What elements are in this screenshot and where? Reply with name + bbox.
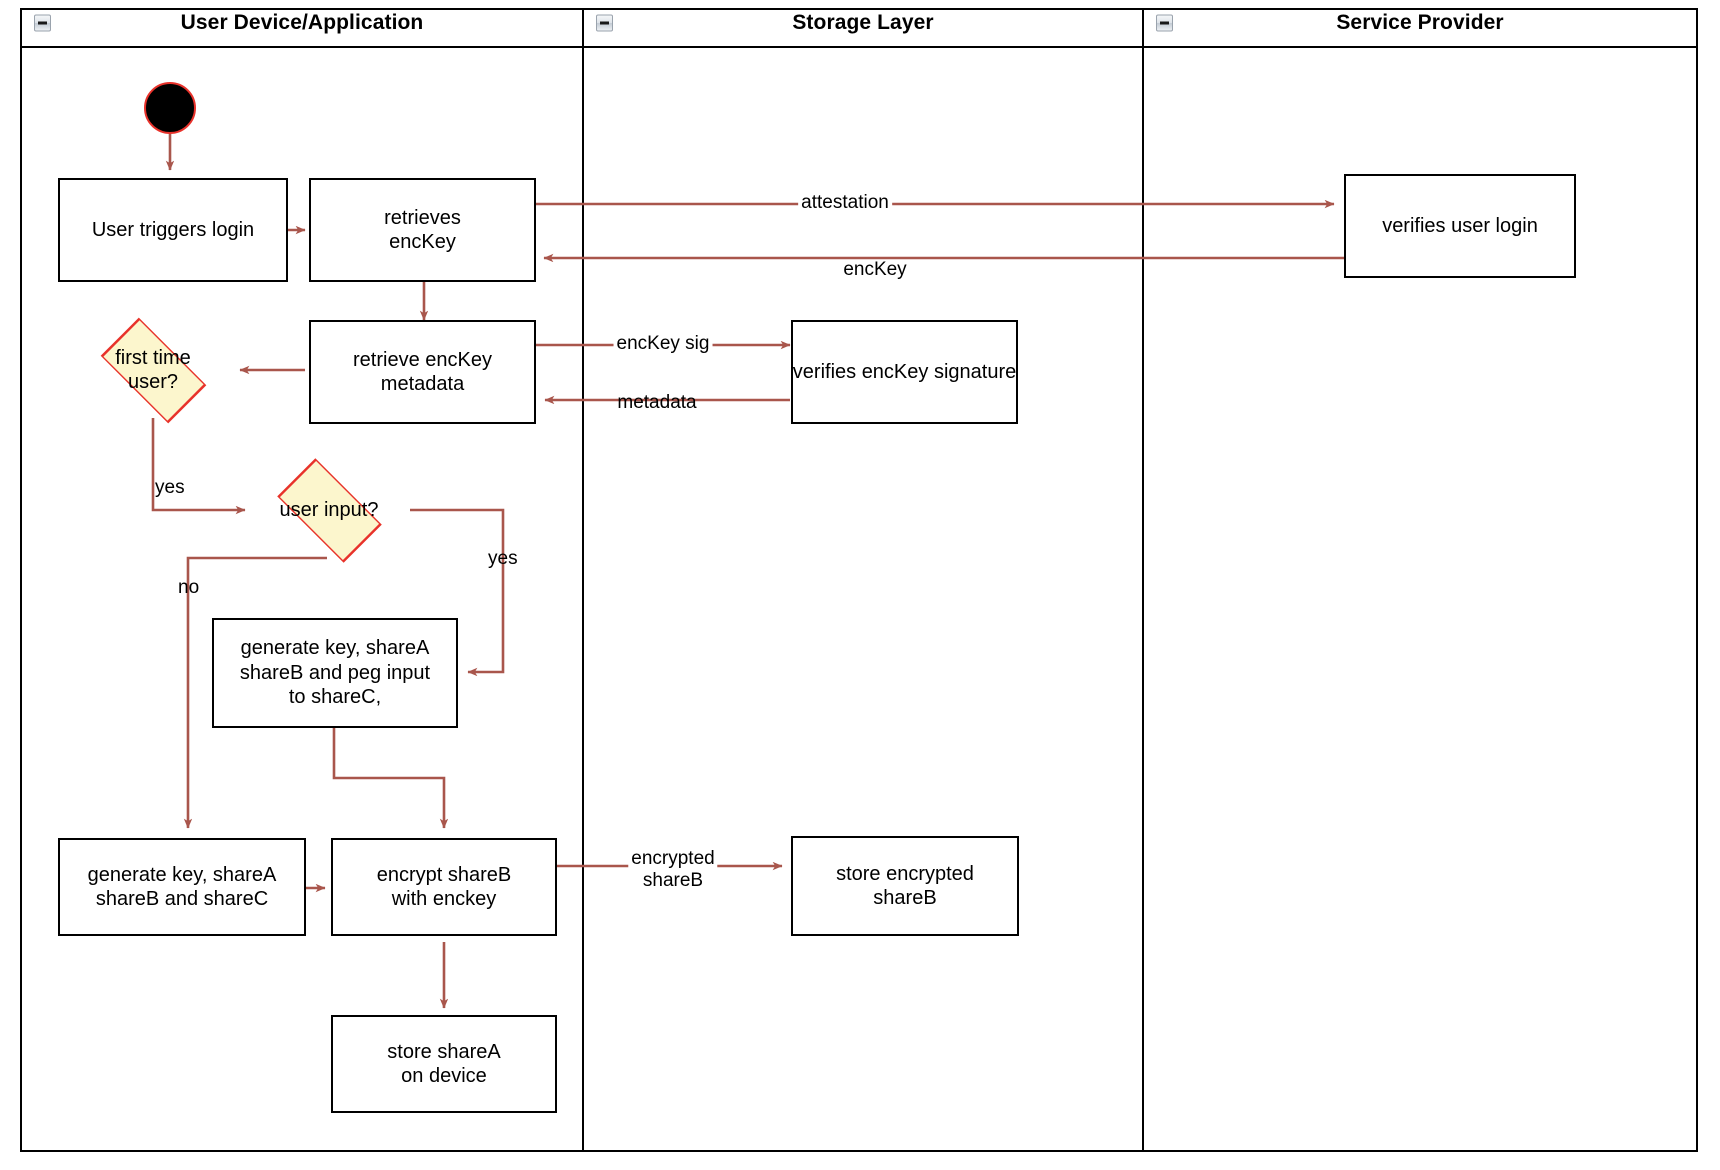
action-label-line2: shareB bbox=[873, 887, 937, 909]
action-label-line1: generate key, shareA bbox=[240, 637, 430, 660]
action-store-encrypted-shareb[interactable]: store encrypted shareB bbox=[791, 836, 1019, 936]
lane-title-service-provider: Service Provider bbox=[1336, 11, 1504, 34]
edge-label-user-input-yes: yes bbox=[488, 548, 518, 569]
action-label-line1: store encrypted bbox=[836, 862, 974, 885]
decision-label: first time user? bbox=[68, 322, 238, 418]
decision-label-line2: user? bbox=[127, 371, 179, 393]
collapse-minus-icon[interactable] bbox=[1156, 14, 1173, 32]
edge-label-line2: shareB bbox=[642, 869, 704, 891]
action-verifies-enckey-signature[interactable]: verifies encKey signature bbox=[791, 320, 1018, 424]
action-label: verifies user login bbox=[1382, 214, 1538, 237]
lane-header-service-provider[interactable]: Service Provider bbox=[1144, 0, 1696, 48]
action-label-line1: generate key, shareA bbox=[87, 863, 277, 886]
action-label: User triggers login bbox=[91, 218, 255, 241]
edge-label-enckey-sig: encKey sig bbox=[613, 333, 713, 355]
action-retrieve-enckey-metadata[interactable]: retrieve encKey metadata bbox=[309, 320, 536, 424]
lane-title-user-device: User Device/Application bbox=[180, 11, 424, 34]
lane-divider-2 bbox=[1142, 8, 1144, 1152]
action-store-sharea-on-device[interactable]: store shareA on device bbox=[331, 1015, 557, 1113]
action-label-line2: encKey bbox=[389, 231, 456, 253]
action-label-line2: shareB and shareC bbox=[95, 888, 269, 910]
edge-label-user-input-no: no bbox=[178, 577, 200, 598]
action-label-line2: on device bbox=[401, 1065, 487, 1087]
collapse-minus-icon[interactable] bbox=[34, 14, 51, 32]
action-label-line1: retrieves bbox=[384, 206, 461, 229]
decision-label: user input? bbox=[279, 499, 379, 521]
action-encrypt-shareb[interactable]: encrypt shareB with enckey bbox=[331, 838, 557, 936]
edge-label-first-time-user-yes: yes bbox=[155, 477, 185, 498]
edge-label-encrypted-shareb: encrypted shareB bbox=[628, 848, 718, 892]
swimlane-frame bbox=[20, 8, 1698, 1152]
action-label-line1: retrieve encKey bbox=[353, 348, 492, 371]
edge-label-metadata: metadata bbox=[617, 392, 697, 413]
action-label: verifies encKey signature bbox=[792, 360, 1017, 383]
decision-first-time-user[interactable]: first time user? bbox=[68, 317, 238, 423]
action-generate-key-shares[interactable]: generate key, shareA shareB and shareC bbox=[58, 838, 306, 936]
edge-label-line1: encrypted bbox=[631, 848, 715, 869]
action-label-line2: metadata bbox=[380, 373, 465, 395]
action-verifies-user-login[interactable]: verifies user login bbox=[1344, 174, 1576, 278]
action-generate-key-peg-input[interactable]: generate key, shareA shareB and peg inpu… bbox=[212, 618, 458, 728]
action-label-line1: store shareA bbox=[387, 1040, 501, 1063]
edge-label-attestation: attestation bbox=[798, 192, 892, 214]
action-user-triggers-login[interactable]: User triggers login bbox=[58, 178, 288, 282]
decision-label-line1: first time bbox=[115, 347, 191, 369]
action-label-line2: with enckey bbox=[391, 888, 497, 910]
lane-header-storage-layer[interactable]: Storage Layer bbox=[584, 0, 1142, 48]
edge-label-enckey: encKey bbox=[843, 259, 907, 280]
action-retrieves-enckey[interactable]: retrieves encKey bbox=[309, 178, 536, 282]
decision-user-input[interactable]: user input? bbox=[245, 457, 413, 563]
action-label-line3: to shareC, bbox=[288, 686, 382, 709]
initial-node[interactable] bbox=[144, 82, 196, 134]
lane-header-user-device[interactable]: User Device/Application bbox=[22, 0, 582, 48]
action-label-line1: encrypt shareB bbox=[376, 863, 512, 886]
action-label-line2: shareB and peg input bbox=[239, 661, 431, 684]
collapse-minus-icon[interactable] bbox=[596, 14, 613, 32]
lane-title-storage-layer: Storage Layer bbox=[792, 11, 934, 34]
lane-divider-1 bbox=[582, 8, 584, 1152]
